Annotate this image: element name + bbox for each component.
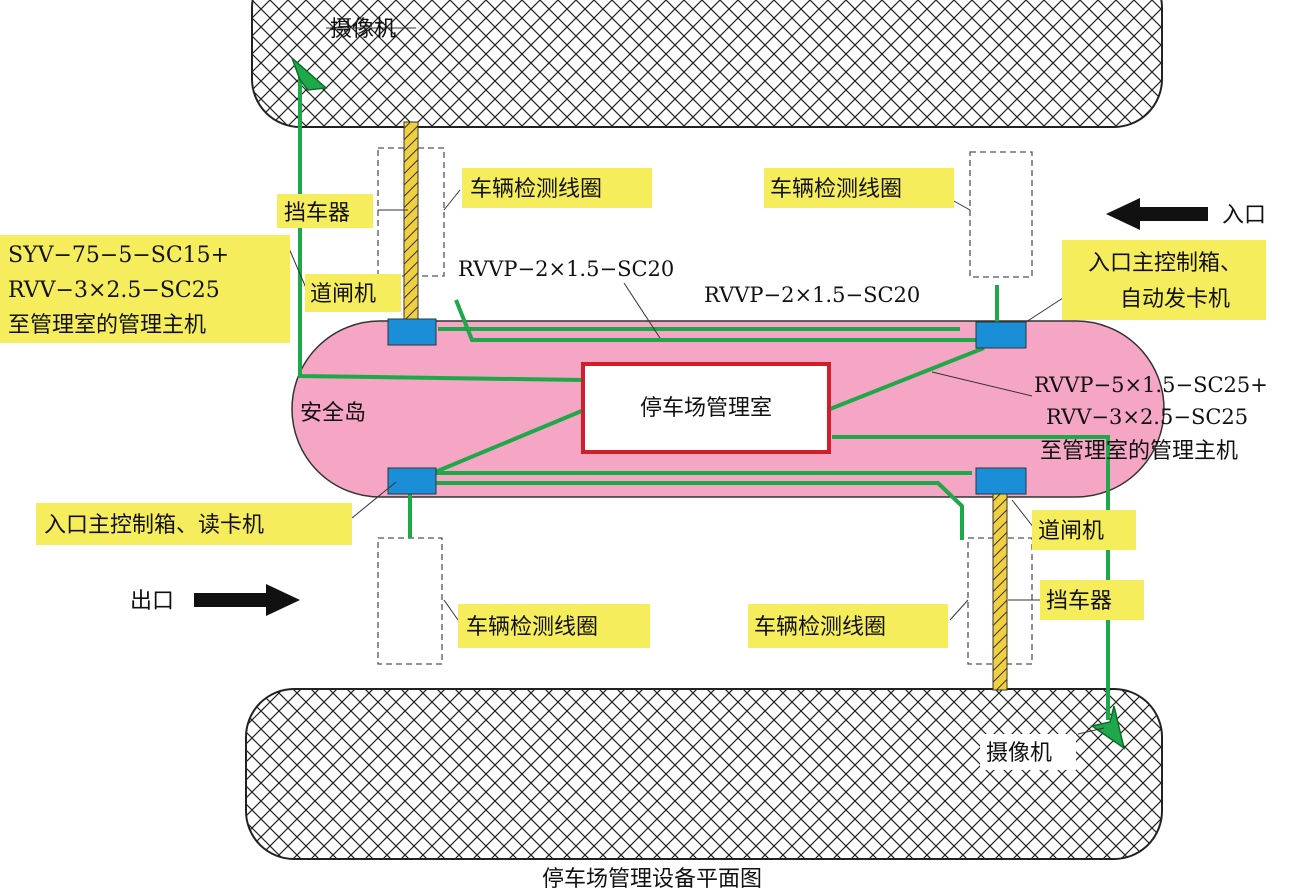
island-label: 安全岛 xyxy=(300,401,366,426)
loop-bottom-right-label: 车辆检测线圈 xyxy=(754,615,886,640)
camera-top-label: 摄像机 xyxy=(330,17,396,42)
gate-device-top-left xyxy=(387,318,437,346)
gate-right-label: 道闸机 xyxy=(1038,519,1104,544)
entry-controller-bottom xyxy=(387,467,437,495)
control-room-label: 停车场管理室 xyxy=(640,396,772,421)
barrier-arm-top xyxy=(403,121,419,323)
barrier-arm-bottom xyxy=(992,493,1008,691)
label-backgrounds xyxy=(0,168,1266,648)
cable-right-line3: 至管理室的管理主机 xyxy=(1040,439,1238,464)
gate-device-bottom-right xyxy=(975,467,1027,495)
camera-bottom-label: 摄像机 xyxy=(986,741,1052,766)
top-hatched-area xyxy=(251,0,1163,128)
loop-bottom-left xyxy=(377,537,443,665)
cable-left-line3: 至管理室的管理主机 xyxy=(8,313,206,338)
entry-box-top-line2: 自动发卡机 xyxy=(1120,287,1230,312)
control-room xyxy=(581,362,831,454)
camera-top-icon xyxy=(291,57,328,91)
entry-box-bottom-label: 入口主控制箱、读卡机 xyxy=(44,513,264,538)
entry-box-top-line1: 入口主控制箱、 xyxy=(1088,251,1242,276)
loop-top-right xyxy=(969,151,1033,278)
gate-left-label: 道闸机 xyxy=(310,282,376,307)
cable-right-line1: RVVP−5×1.5−SC25+ xyxy=(1034,373,1268,397)
loop-top-left-label: 车辆检测线圈 xyxy=(470,177,602,202)
entry-controller-top xyxy=(975,321,1027,349)
loop-bottom-left-label: 车辆检测线圈 xyxy=(466,615,598,640)
bottom-hatched-area xyxy=(245,688,1163,860)
cable-mid-top-label: RVVP−2×1.5−SC20 xyxy=(458,257,674,281)
camera-bottom-label-bg xyxy=(980,734,1076,770)
diagram-title: 停车场管理设备平面图 xyxy=(542,867,762,892)
barrier-right-label: 挡车器 xyxy=(1046,589,1112,614)
camera-bottom-icon xyxy=(1090,705,1126,750)
loop-top-right-label: 车辆检测线圈 xyxy=(770,177,902,202)
cable-right-line2: RVV−3×2.5−SC25 xyxy=(1046,405,1248,429)
cables xyxy=(298,70,1110,720)
entry-label: 入口 xyxy=(1222,203,1266,228)
cable-left-line2: RVV−3×2.5−SC25 xyxy=(8,278,220,303)
exit-arrow-icon xyxy=(194,584,300,616)
exit-label: 出口 xyxy=(130,589,174,614)
leader-lines xyxy=(287,27,1105,735)
entry-arrow-icon xyxy=(1106,198,1208,230)
barrier-left-label: 挡车器 xyxy=(284,201,350,226)
cable-right-top-label: RVVP−2×1.5−SC20 xyxy=(704,283,920,307)
cable-left-line1: SYV−75−5−SC15+ xyxy=(8,243,229,268)
